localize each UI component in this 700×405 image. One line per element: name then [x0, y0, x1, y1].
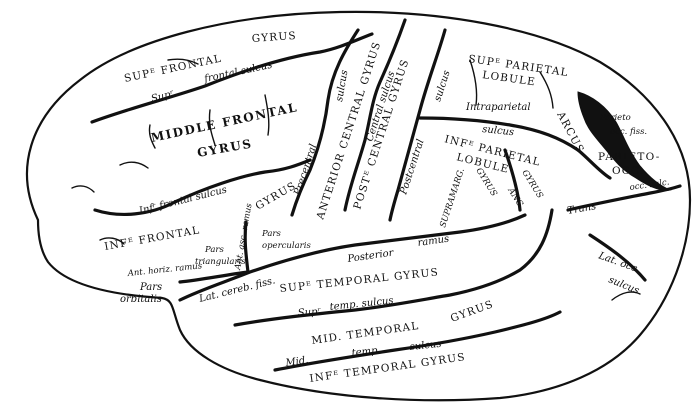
transverse-occipital-sulcus	[566, 184, 682, 212]
label-parieto-occ-fiss-b: occ. fiss.	[610, 127, 647, 137]
postcentral-sulcus	[388, 28, 447, 222]
superior-frontal-sulcus	[90, 32, 374, 124]
frontal-dimple-7	[99, 237, 125, 245]
anterior-horizontal-ramus	[178, 270, 250, 284]
label-intraparietal-sulcus: sulcus	[482, 124, 515, 138]
frontal-dimple-5	[71, 185, 95, 193]
anterior-ascending-ramus	[243, 220, 250, 274]
frontal-dimple-4	[119, 161, 149, 169]
hemisphere-outline	[25, 10, 692, 402]
inferior-frontal-sulcus	[93, 158, 312, 216]
label-supr-temp-sulcus-a: Supʳ	[297, 306, 321, 319]
label-occ: OCC.	[612, 165, 644, 177]
label-trans: Trans	[567, 201, 597, 217]
frontal-dimple-3	[264, 94, 270, 136]
precentral-sulcus	[290, 28, 360, 217]
label-pars-opercularis-a: Pars	[261, 229, 281, 239]
label-pars-orbitalis-b: orbitalis	[120, 294, 162, 305]
angular-sulcus	[503, 148, 522, 212]
lateral-occipital-sulcus	[588, 233, 647, 282]
label-pars-orbitalis-a: Pars	[139, 282, 162, 293]
intraparietal-sulcus	[418, 116, 612, 180]
label-anterior-word: sulcus	[334, 69, 350, 102]
central-sulcus	[343, 18, 407, 212]
parieto-occipital-fissure	[577, 91, 672, 191]
frontal-dimple-6	[167, 58, 199, 65]
label-intraparietal: Intraparietal	[465, 102, 531, 113]
label-gyrus-top: GYRUS	[251, 30, 297, 45]
superior-temporal-sulcus	[233, 208, 554, 327]
label-parieto-occ-fiss-a: Parieto	[599, 113, 631, 123]
label-pars-triangularis-b: triangularis	[195, 257, 246, 267]
lateral-cerebral-fissure	[178, 213, 527, 302]
label-parieto-occ: PARIETO-	[598, 151, 661, 163]
label-pars-triangularis-a: Pars	[204, 245, 224, 255]
label-mid-temp-sulcus-a: Mid.	[284, 355, 309, 369]
middle-temporal-sulcus	[273, 310, 562, 372]
frontal-dimple-1	[148, 124, 156, 149]
occipital-dimple-1	[611, 291, 641, 301]
label-pars-opercularis-b: opercularis	[262, 241, 311, 251]
frontal-dimple-2	[208, 109, 216, 146]
label-ramus-word: ramus	[417, 234, 450, 249]
label-mid-temp-sulcus-b: temp	[351, 345, 378, 359]
parietal-dimple-1	[469, 59, 478, 106]
parietal-dimple-2	[539, 71, 554, 109]
label-mid-temp-sulcus-c: sulcus	[409, 339, 442, 353]
